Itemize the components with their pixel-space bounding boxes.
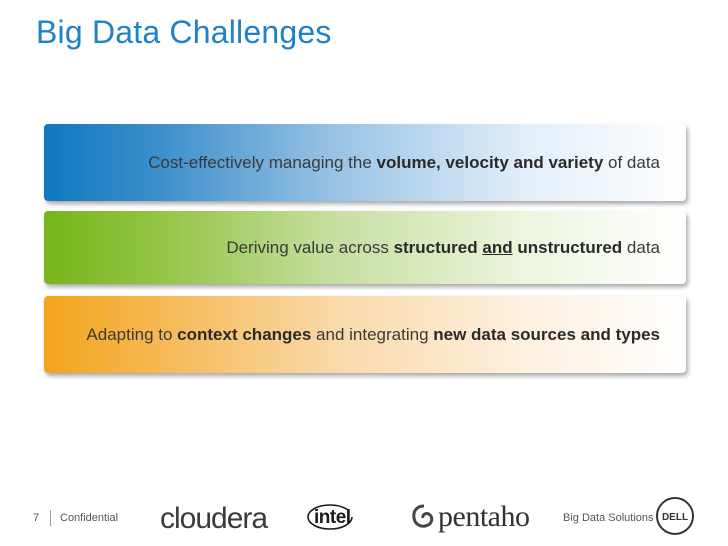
pentaho-logo: pentaho bbox=[438, 500, 530, 533]
banner-emphasis: new data sources and types bbox=[433, 325, 660, 344]
dell-logo: DELL bbox=[656, 497, 694, 535]
challenge-banner-structured: Deriving value across structured and uns… bbox=[44, 211, 686, 284]
banner-text: Adapting to context changes and integrat… bbox=[86, 325, 660, 344]
slide-footer: 7 Confidential cloudera intel pentaho Bi… bbox=[0, 490, 728, 546]
intel-swirl-icon bbox=[307, 504, 353, 530]
banner-emphasis: context changes bbox=[177, 325, 312, 344]
banner-emphasis-underlined: and bbox=[482, 238, 513, 257]
banner-text: Deriving value across structured and uns… bbox=[226, 238, 660, 257]
challenge-banner-volume: Cost-effectively managing the volume, ve… bbox=[44, 124, 686, 201]
footer-divider bbox=[50, 510, 51, 526]
cloudera-logo: cloudera bbox=[160, 502, 268, 535]
confidential-label: Confidential bbox=[60, 512, 119, 524]
banner-text: Cost-effectively managing the volume, ve… bbox=[148, 153, 660, 172]
pentaho-swirl-icon bbox=[412, 504, 434, 528]
dell-logo-text: DELL bbox=[662, 512, 688, 523]
banner-emphasis: unstructured bbox=[517, 238, 623, 257]
slide-title: Big Data Challenges bbox=[36, 14, 332, 50]
challenge-banner-context: Adapting to context changes and integrat… bbox=[44, 296, 686, 373]
page-number: 7 bbox=[33, 512, 40, 524]
banner-emphasis: volume, velocity and variety bbox=[376, 153, 604, 172]
intel-logo: intel bbox=[306, 502, 354, 532]
solutions-label: Big Data Solutions bbox=[563, 512, 654, 524]
banner-emphasis: structured bbox=[393, 238, 478, 257]
